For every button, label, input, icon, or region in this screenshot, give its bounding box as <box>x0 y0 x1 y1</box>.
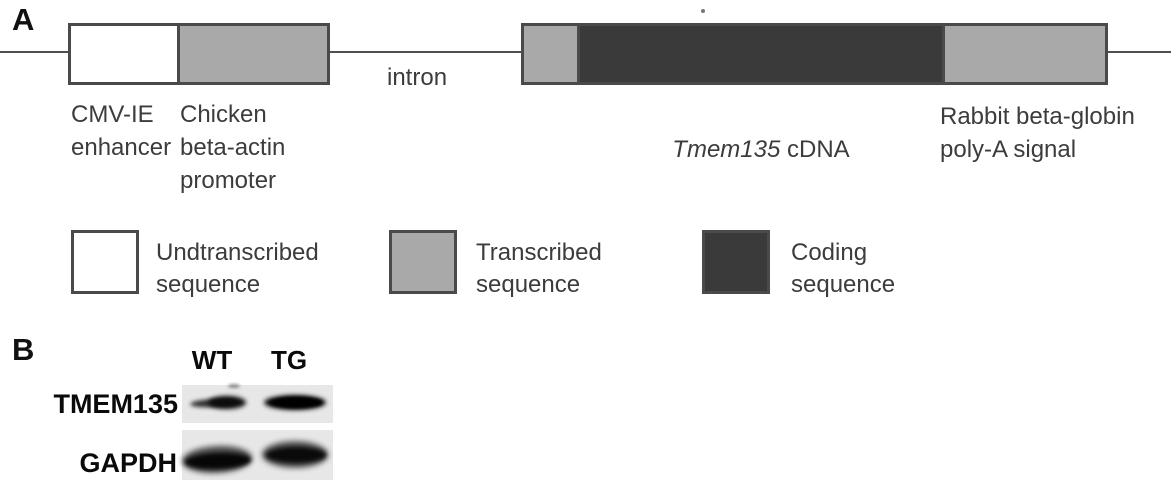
blot-speck <box>228 384 240 388</box>
box-cmv-ie-enhancer <box>68 23 180 85</box>
band-tmem135-wt-core <box>208 396 246 409</box>
box-tmem135-cdna <box>577 23 945 85</box>
band-gapdh-tg <box>266 447 326 463</box>
blot-strip-tmem135 <box>182 384 333 423</box>
legend-swatch-transcribed <box>389 230 457 294</box>
tmem135-cdna-label: Tmem135 cDNA <box>577 100 945 166</box>
lane-header-wt: WT <box>191 345 233 375</box>
panel-b-label: B <box>12 332 35 367</box>
intron-label: intron <box>387 64 448 91</box>
box-transcribed-5prime-segment <box>521 23 580 85</box>
lane-header-tg: TG <box>270 345 308 375</box>
band-tmem135-tg-core <box>270 397 322 408</box>
blot-strip-gapdh <box>181 430 333 480</box>
legend-swatch-coding <box>702 230 770 294</box>
panel-a-label: A <box>12 2 35 37</box>
legend-label-untranscribed: Undtranscribed sequence <box>156 239 319 298</box>
legend-label-transcribed: Transcribed sequence <box>476 239 602 298</box>
cmv-ie-enhancer-label: CMV-IE enhancer <box>71 101 172 161</box>
tmem135-gene-name: Tmem135 <box>672 136 781 163</box>
stray-dot-artifact <box>701 9 705 13</box>
chicken-beta-actin-promoter-label: Chicken beta-actin promoter <box>180 101 286 194</box>
legend-label-coding: Coding sequence <box>791 239 896 298</box>
cdna-suffix: cDNA <box>780 136 850 163</box>
box-rabbit-beta-globin-polya <box>942 23 1108 85</box>
blot-row-label-tmem135: TMEM135 <box>53 389 178 419</box>
rabbit-beta-globin-polya-label: Rabbit beta-globin poly-A signal <box>940 103 1135 163</box>
legend-swatch-untranscribed <box>71 230 139 294</box>
box-chicken-beta-actin-promoter <box>177 23 330 85</box>
blot-row-label-gapdh: GAPDH <box>79 448 177 478</box>
